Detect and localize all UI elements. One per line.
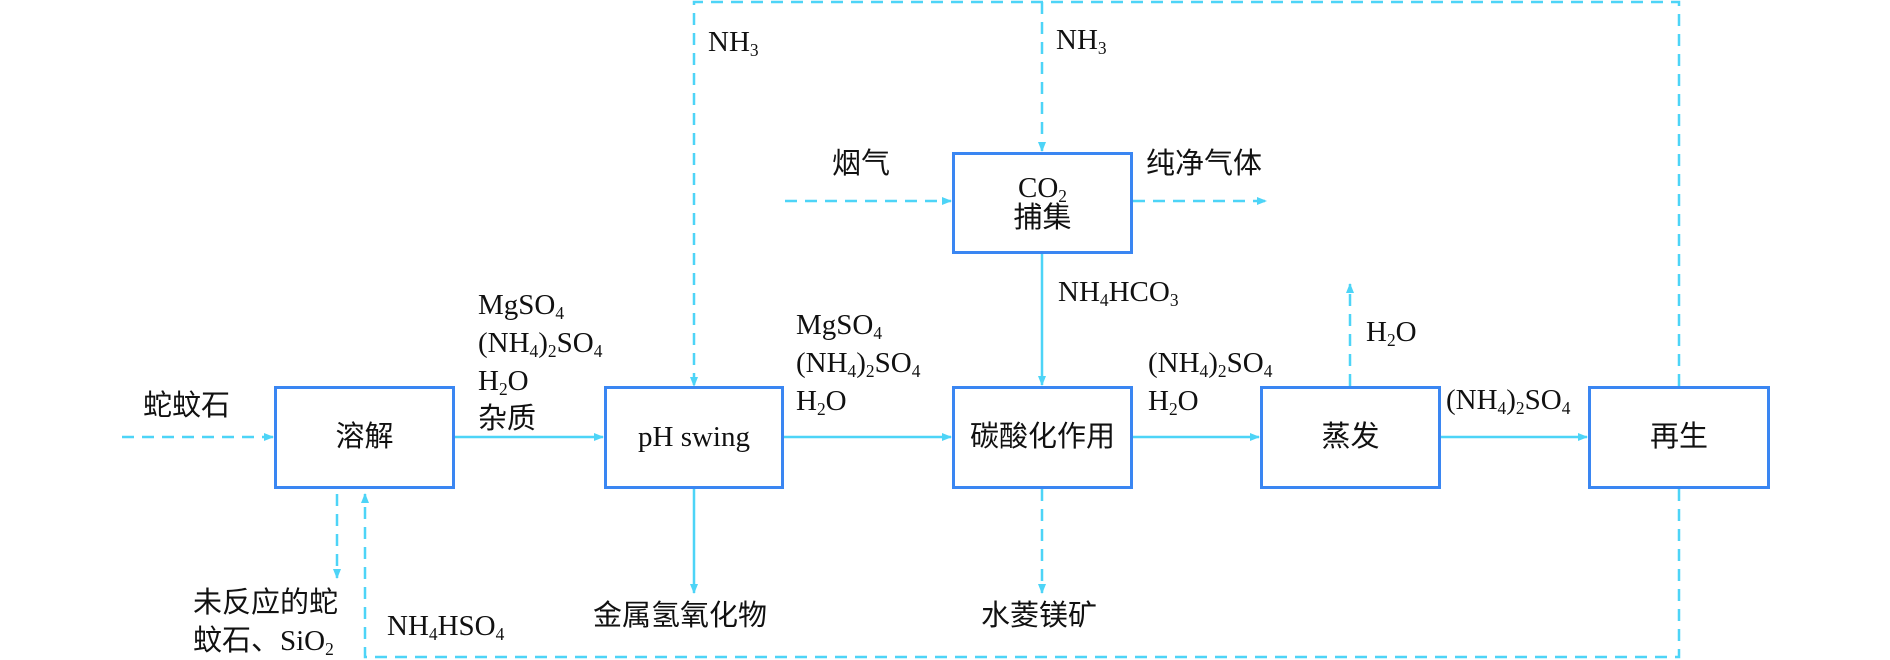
recycle-nh3-loop [690,0,1681,387]
box-ph-swing: pH swing [604,386,784,489]
box-carbonation: 碳酸化作用 [952,386,1133,489]
box-regeneration: 再生 [1588,386,1770,489]
stream2-h2o: H2O [796,385,847,420]
stream3-h2o: H2O [1148,385,1199,420]
label-metal-hydroxides: 金属氢氧化物 [593,600,768,632]
box-evaporation: 蒸发 [1260,386,1441,489]
stream1-h2o: H2O [478,365,529,400]
box-co2-capture-label: 捕集 [1013,202,1072,234]
box-dissolution-label: 溶解 [335,421,394,454]
box-regeneration-label: 再生 [1649,421,1708,454]
label-h2o-vapor: H2O [1366,316,1417,351]
label-serpentine: 蛇蚊石 [143,390,231,422]
stream2-nh4so4: (NH4)2SO4 [796,347,921,382]
stream1-mgso4: MgSO4 [478,289,565,324]
box-co2-capture-formula: CO2 [1018,171,1067,206]
stream2-composition: MgSO4 (NH4)2SO4 H2O [796,306,920,420]
box-dissolution: 溶解 [274,386,455,489]
stream1-composition: MgSO4 (NH4)2SO4 H2O 杂质 [478,286,602,438]
stream4-nh4so4: (NH4)2SO4 [1446,384,1571,419]
label-nh4hso4: NH4HSO4 [387,610,505,645]
label-flue-gas: 烟气 [832,148,891,180]
label-unreacted-serpentine: 未反应的蛇 蚊石、SiO2 [193,587,339,660]
stream3-composition: (NH4)2SO4 H2O [1148,344,1272,420]
box-co2-capture: CO2 捕集 [952,152,1133,254]
label-nh4hco3: NH4HCO3 [1058,276,1179,311]
label-clean-gas: 纯净气体 [1146,148,1263,180]
stream1-nh4so4: (NH4)2SO4 [478,327,603,362]
label-nh3-left: NH3 [708,26,759,61]
recycle-nh4hso4-loop [361,489,1681,659]
box-carbonation-label: 碳酸化作用 [969,421,1115,454]
box-evaporation-label: 蒸发 [1321,421,1380,454]
label-hydromagnesite: 水菱镁矿 [981,600,1098,632]
stream3-nh4so4: (NH4)2SO4 [1148,347,1273,382]
stream1-impurities: 杂质 [478,403,537,435]
box-ph-swing-label: pH swing [638,421,750,454]
stream2-mgso4: MgSO4 [796,309,883,344]
label-nh3-right: NH3 [1056,24,1107,59]
